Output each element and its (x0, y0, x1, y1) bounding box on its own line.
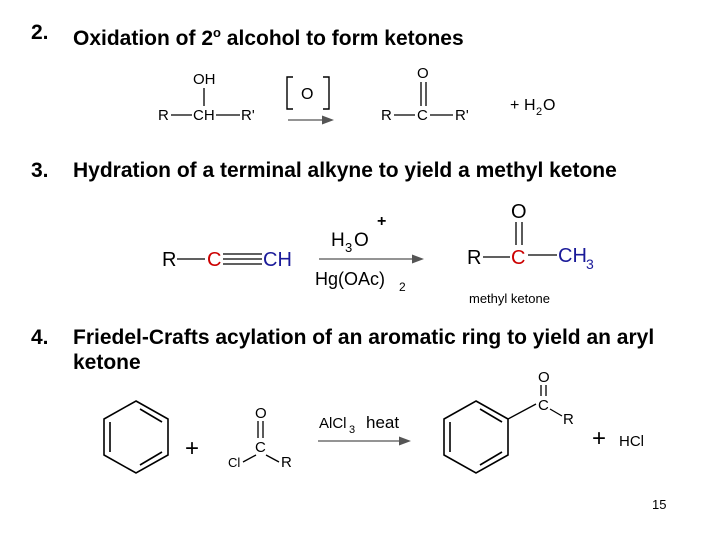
subscript-three: 3 (349, 424, 355, 436)
hydrogen-label: H (524, 97, 536, 114)
methyl-ketone-structure: O R C CH 3 methyl ketone (467, 201, 594, 306)
hcl-label: HCl (619, 433, 644, 450)
hydroxyl-label: OH (193, 71, 216, 88)
r-group-label: R (281, 454, 292, 471)
friedel-crafts-reagents: AlCl 3 heat (318, 413, 411, 446)
r-group-label: R (162, 249, 176, 271)
methyl-ch-label: CH (558, 245, 587, 267)
positive-charge: + (377, 213, 386, 230)
alkyne-carbon-label: C (207, 249, 221, 271)
heading-number: 2. (31, 21, 49, 44)
subscript-three: 3 (345, 240, 352, 255)
heading-text: Oxidation of 2o alcohol to form ketones (73, 20, 701, 51)
bond-line (242, 454, 257, 463)
carbonyl-oxygen-label: O (255, 405, 267, 422)
heading-text: Hydration of a terminal alkyne to yield … (73, 159, 617, 182)
r-group-label: R (158, 107, 169, 124)
subscript-two: 2 (536, 106, 542, 118)
r-prime-label: R' (241, 107, 255, 124)
ketone-product-structure: O R C R' (381, 65, 469, 124)
ring-double-bond (479, 408, 503, 423)
heading-text-post: alcohol to form ketones (220, 27, 464, 50)
arrow-head (412, 254, 424, 264)
left-bracket (286, 76, 293, 110)
terminal-alkyne-structure: R C CH (162, 249, 292, 271)
terminal-ch-label: CH (263, 249, 292, 271)
ch-label: CH (193, 107, 215, 124)
hcl-byproduct: + HCl (592, 425, 644, 452)
hydronium-h-label: H (331, 230, 345, 251)
page-number: 15 (652, 497, 667, 512)
aryl-ketone-structure: O C R (443, 369, 574, 474)
ring-double-bond (139, 451, 163, 466)
plus-sign: + (185, 435, 199, 462)
arrow-head (399, 436, 411, 446)
benzene-ring-icon (103, 400, 169, 474)
carbon-label: C (538, 397, 549, 414)
benzene-ring-icon (443, 400, 509, 474)
heading-text: Friedel-Crafts acylation of an aromatic … (73, 326, 655, 374)
ring-outline (103, 400, 169, 474)
bond-line (549, 408, 563, 417)
subscript-three: 3 (586, 256, 594, 272)
oxidant-label: O (301, 86, 313, 103)
arrow-head (322, 115, 334, 125)
hydration-reagents: H 3 O + Hg(OAc) 2 (315, 213, 424, 294)
hydronium-o-label: O (354, 230, 369, 251)
heat-label: heat (366, 413, 399, 432)
carbonyl-carbon-label: C (511, 247, 525, 269)
oxidant-reagent: O (286, 76, 330, 110)
bond-line (507, 403, 537, 420)
heading-text-pre: Oxidation of 2 (73, 27, 214, 50)
carbonyl-oxygen-label: O (538, 369, 550, 386)
secondary-alcohol-structure: OH R CH R' (158, 71, 255, 124)
aluminum-chloride-label: AlCl (319, 415, 347, 432)
subscript-two: 2 (399, 280, 406, 294)
chlorine-label: Cl (228, 455, 240, 470)
reaction-arrow (288, 115, 334, 125)
carbon-label: C (255, 439, 266, 456)
product-caption: methyl ketone (469, 291, 550, 306)
carbon-label: C (417, 107, 428, 124)
ring-double-bond (479, 451, 503, 466)
r-group-label: R (381, 107, 392, 124)
carbonyl-oxygen-label: O (511, 201, 527, 223)
r-group-label: R (563, 411, 574, 428)
right-bracket (323, 76, 330, 110)
degree-superscript: o (213, 25, 221, 40)
oxygen-label: O (543, 97, 555, 114)
ring-double-bond (139, 408, 163, 423)
acyl-chloride-structure: O C Cl R (228, 405, 292, 471)
r-prime-label: R' (455, 107, 469, 124)
water-byproduct: + H 2 O (510, 97, 555, 118)
plus-sign: + (592, 425, 606, 452)
r-group-label: R (467, 247, 481, 269)
heading-number: 4. (31, 326, 49, 349)
heading-number: 3. (31, 159, 49, 182)
carbonyl-oxygen-label: O (417, 65, 429, 82)
plus-sign: + (510, 97, 519, 114)
bond-line (265, 454, 280, 463)
mercury-acetate-label: Hg(OAc) (315, 269, 385, 289)
